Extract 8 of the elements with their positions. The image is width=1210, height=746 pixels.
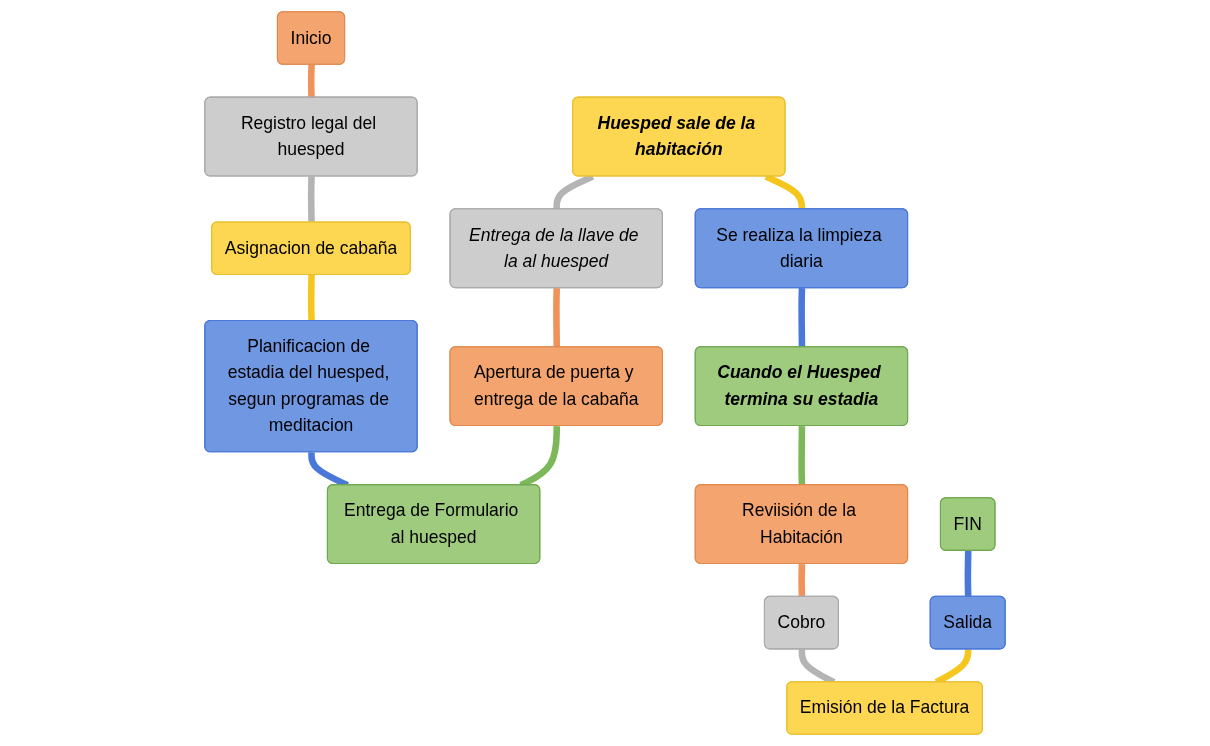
connector (553, 287, 561, 348)
connector (798, 563, 806, 598)
connector (307, 64, 315, 99)
connector (798, 287, 806, 348)
connector (307, 274, 315, 322)
connector (798, 426, 806, 486)
connector (307, 175, 315, 223)
connector (964, 550, 972, 598)
